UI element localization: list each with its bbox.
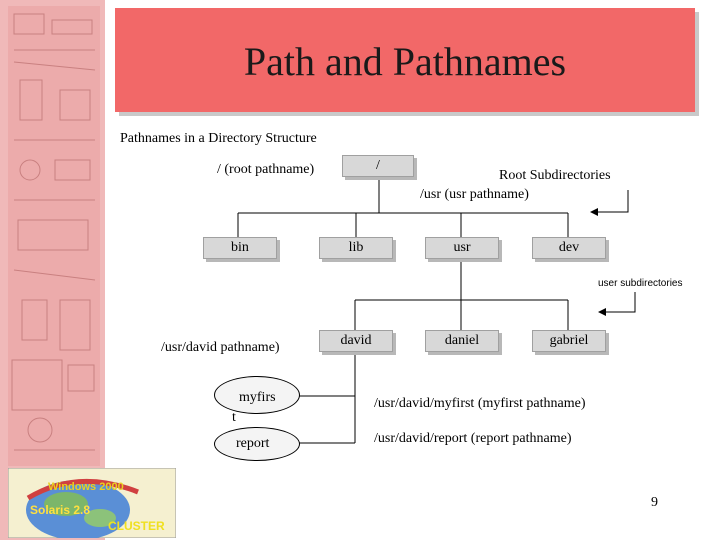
title-banner: Path and Pathnames [115, 8, 695, 112]
myfirst-pathname-label: /usr/david/myfirst (myfirst pathname) [374, 396, 586, 411]
node-gabriel: gabriel [532, 330, 606, 352]
file-myfirst-label-part1: myfirs [239, 390, 276, 405]
usr-pathname-label: /usr (usr pathname) [420, 187, 529, 202]
david-pathname-label: /usr/david pathname) [161, 340, 280, 355]
node-bin-label: bin [231, 240, 249, 255]
node-lib: lib [319, 237, 393, 259]
root-directory-node: / [342, 155, 414, 177]
root-subdirectories-label: Root Subdirectories [499, 168, 611, 183]
node-lib-label: lib [348, 240, 364, 255]
node-dev: dev [532, 237, 606, 259]
node-usr: usr [425, 237, 499, 259]
cluster-logo: Windows 2000 Solaris 2.8 CLUSTER [8, 468, 176, 538]
root-directory-label: / [376, 158, 380, 173]
slide-title: Path and Pathnames [243, 39, 567, 84]
file-report-label: report [236, 436, 270, 451]
node-david: david [319, 330, 393, 352]
file-myfirst-ellipse [214, 376, 300, 414]
root-pathname-label: / (root pathname) [217, 162, 315, 177]
slide-subtitle: Pathnames in a Directory Structure [120, 131, 317, 146]
logo-text-1: Windows 2000 [48, 481, 124, 493]
user-subdirectories-label: user subdirectories [598, 278, 683, 289]
node-bin: bin [203, 237, 277, 259]
node-usr-label: usr [453, 240, 471, 255]
node-daniel: daniel [425, 330, 499, 352]
node-david-label: david [340, 333, 372, 348]
node-daniel-label: daniel [444, 333, 480, 348]
page-number: 9 [651, 495, 658, 510]
decorative-side-strip [0, 0, 105, 540]
node-gabriel-label: gabriel [549, 333, 589, 348]
report-pathname-label: /usr/david/report (report pathname) [374, 431, 572, 446]
file-report-ellipse [214, 427, 300, 461]
node-dev-label: dev [558, 240, 580, 255]
logo-text-2: Solaris 2.8 [30, 503, 90, 517]
file-myfirst-label-part2: t [232, 410, 236, 425]
logo-text-3: CLUSTER [108, 519, 165, 533]
